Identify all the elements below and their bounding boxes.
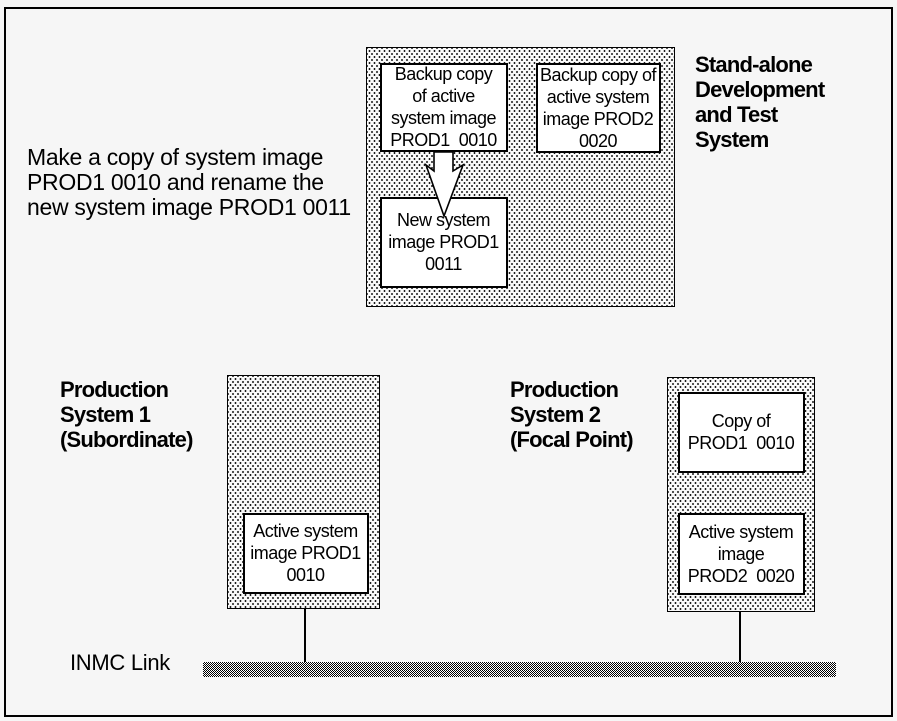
backup-prod1-box: Backup copy of active system image PROD1… (379, 62, 508, 152)
ps2-active-image-box: Active system image PROD2 0020 (677, 512, 805, 595)
dev-test-system-label: Stand-alone Development and Test System (695, 52, 825, 152)
production-system-1-container: Active system image PROD1 0010 (227, 375, 380, 609)
ps1-active-image-box: Active system image PROD1 0010 (242, 512, 369, 594)
production-system-1-label: Production System 1 (Subordinate) (60, 377, 193, 452)
production-system-2-container: Copy of PROD1 0010 Active system image P… (667, 377, 815, 612)
backup-prod2-box: Backup copy of active system image PROD2… (535, 62, 661, 153)
instruction-text: Make a copy of system image PROD1 0010 a… (27, 144, 351, 220)
ps2-copy-image-box: Copy of PROD1 0010 (677, 391, 805, 473)
production-system-2-label: Production System 2 (Focal Point) (510, 377, 634, 452)
inmc-link-label: INMC Link (70, 650, 170, 675)
inmc-link-bar (203, 662, 836, 677)
dev-test-system-container: Backup copy of active system image PROD1… (366, 47, 675, 307)
new-image-box: New system image PROD1 0011 (379, 196, 508, 288)
ps2-inmc-connector-line (739, 611, 741, 664)
diagram-border (4, 7, 893, 717)
ps1-inmc-connector-line (304, 608, 306, 664)
